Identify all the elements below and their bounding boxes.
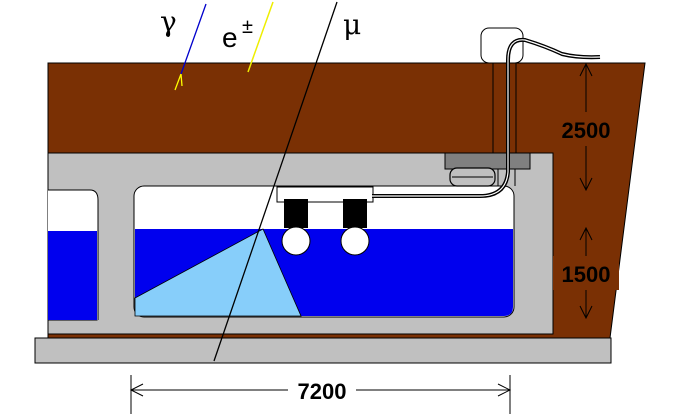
pmt-base xyxy=(284,199,308,228)
cherenkov-cone xyxy=(134,228,302,317)
access-hatch xyxy=(444,152,531,170)
muon-label: μ xyxy=(343,8,361,41)
pmt-bulb xyxy=(281,226,311,256)
left-water xyxy=(48,231,97,320)
surface-access-box xyxy=(480,27,524,64)
pmt-base xyxy=(343,199,367,228)
electron-track xyxy=(247,1,274,73)
gamma-label: γ xyxy=(160,5,177,38)
electron-charge-label: ± xyxy=(242,16,253,38)
floor-slab xyxy=(34,337,612,364)
electron-label: e xyxy=(222,22,238,53)
gamma-track xyxy=(180,3,207,75)
tank-length-label: 7200 xyxy=(298,379,347,404)
pmt-bulb xyxy=(340,226,370,256)
water-depth-label: 1500 xyxy=(562,262,611,287)
soil-depth-label: 2500 xyxy=(562,118,611,143)
muon-track xyxy=(213,1,338,362)
